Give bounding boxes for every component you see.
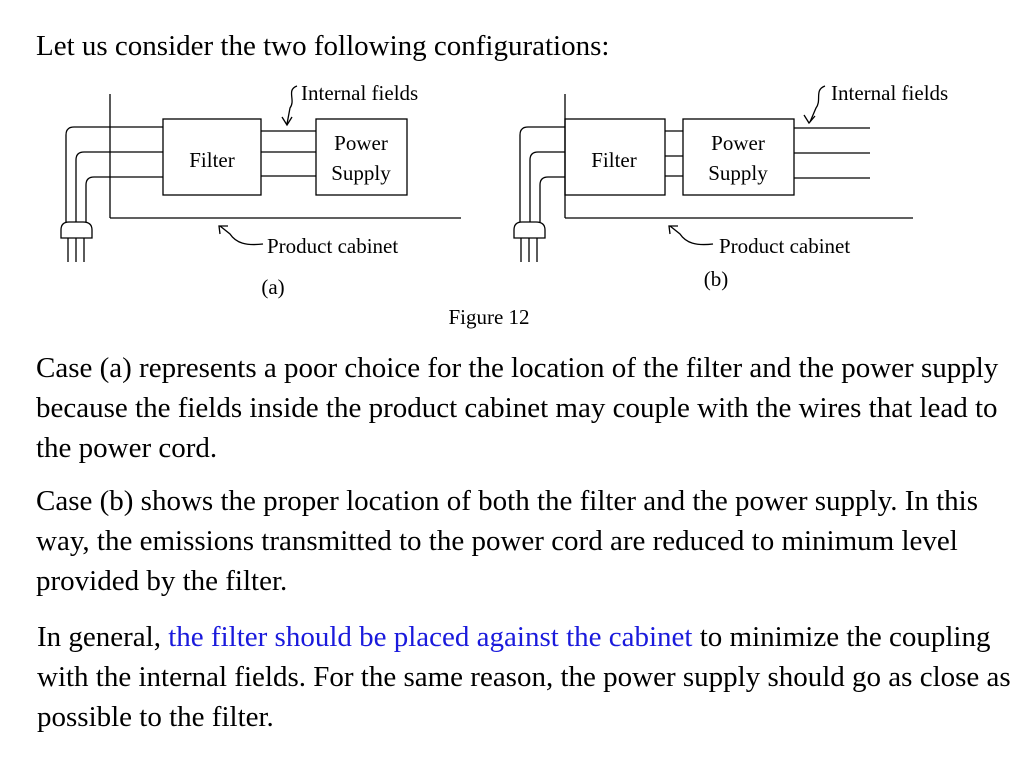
panel-a-plug-icon xyxy=(60,221,93,262)
panel-a-product-cabinet-label: Product cabinet xyxy=(267,234,398,258)
figure-caption: Figure 12 xyxy=(448,305,529,329)
panel-a-drawing xyxy=(60,85,461,262)
panel-a-power-supply-box xyxy=(315,118,408,196)
general-prefix: In general, xyxy=(37,621,169,653)
figure-12-diagram: Internal fields Filter Power Supply Prod… xyxy=(60,81,948,329)
panel-b-power-cord xyxy=(519,126,565,222)
panel-b-internal-fields-label: Internal fields xyxy=(831,81,948,105)
panel-b-label: (b) xyxy=(704,267,729,291)
paragraph-general: In general, the filter should be placed … xyxy=(37,617,1012,737)
panel-a-internal-fields-arrow xyxy=(286,85,298,125)
panel-b-cabinet-arrow xyxy=(669,225,714,246)
paragraph-case-a: Case (a) represents a poor choice for th… xyxy=(36,352,999,464)
panel-a-supply-label: Supply xyxy=(331,161,391,185)
panel-b-power-supply-box xyxy=(682,118,795,196)
panel-a-internal-fields-label: Internal fields xyxy=(301,81,418,105)
general-suffix: to minimize the coupling with the intern… xyxy=(37,621,1011,733)
general-highlight: the filter should be placed against the … xyxy=(168,621,693,653)
panel-a-power-cord xyxy=(65,126,163,222)
panel-a-power-label: Power xyxy=(334,131,388,155)
intro-text: Let us consider the two following config… xyxy=(36,30,610,62)
panel-a-filter-label: Filter xyxy=(189,148,235,172)
panel-a-label: (a) xyxy=(261,275,284,299)
panel-b-product-cabinet-label: Product cabinet xyxy=(719,234,850,258)
panel-b-filter-label: Filter xyxy=(591,148,637,172)
panel-b-power-label: Power xyxy=(711,131,765,155)
panel-a-filter-box xyxy=(162,118,262,196)
panel-b-drawing xyxy=(513,85,913,262)
paragraph-case-b: Case (b) shows the proper location of bo… xyxy=(36,485,979,597)
panel-b-internal-fields-arrow xyxy=(809,85,826,123)
panel-b-filter-box xyxy=(564,118,666,196)
panel-b-plug-icon xyxy=(513,221,546,262)
panel-b-supply-label: Supply xyxy=(708,161,768,185)
panel-a-cabinet-arrow xyxy=(219,225,264,246)
